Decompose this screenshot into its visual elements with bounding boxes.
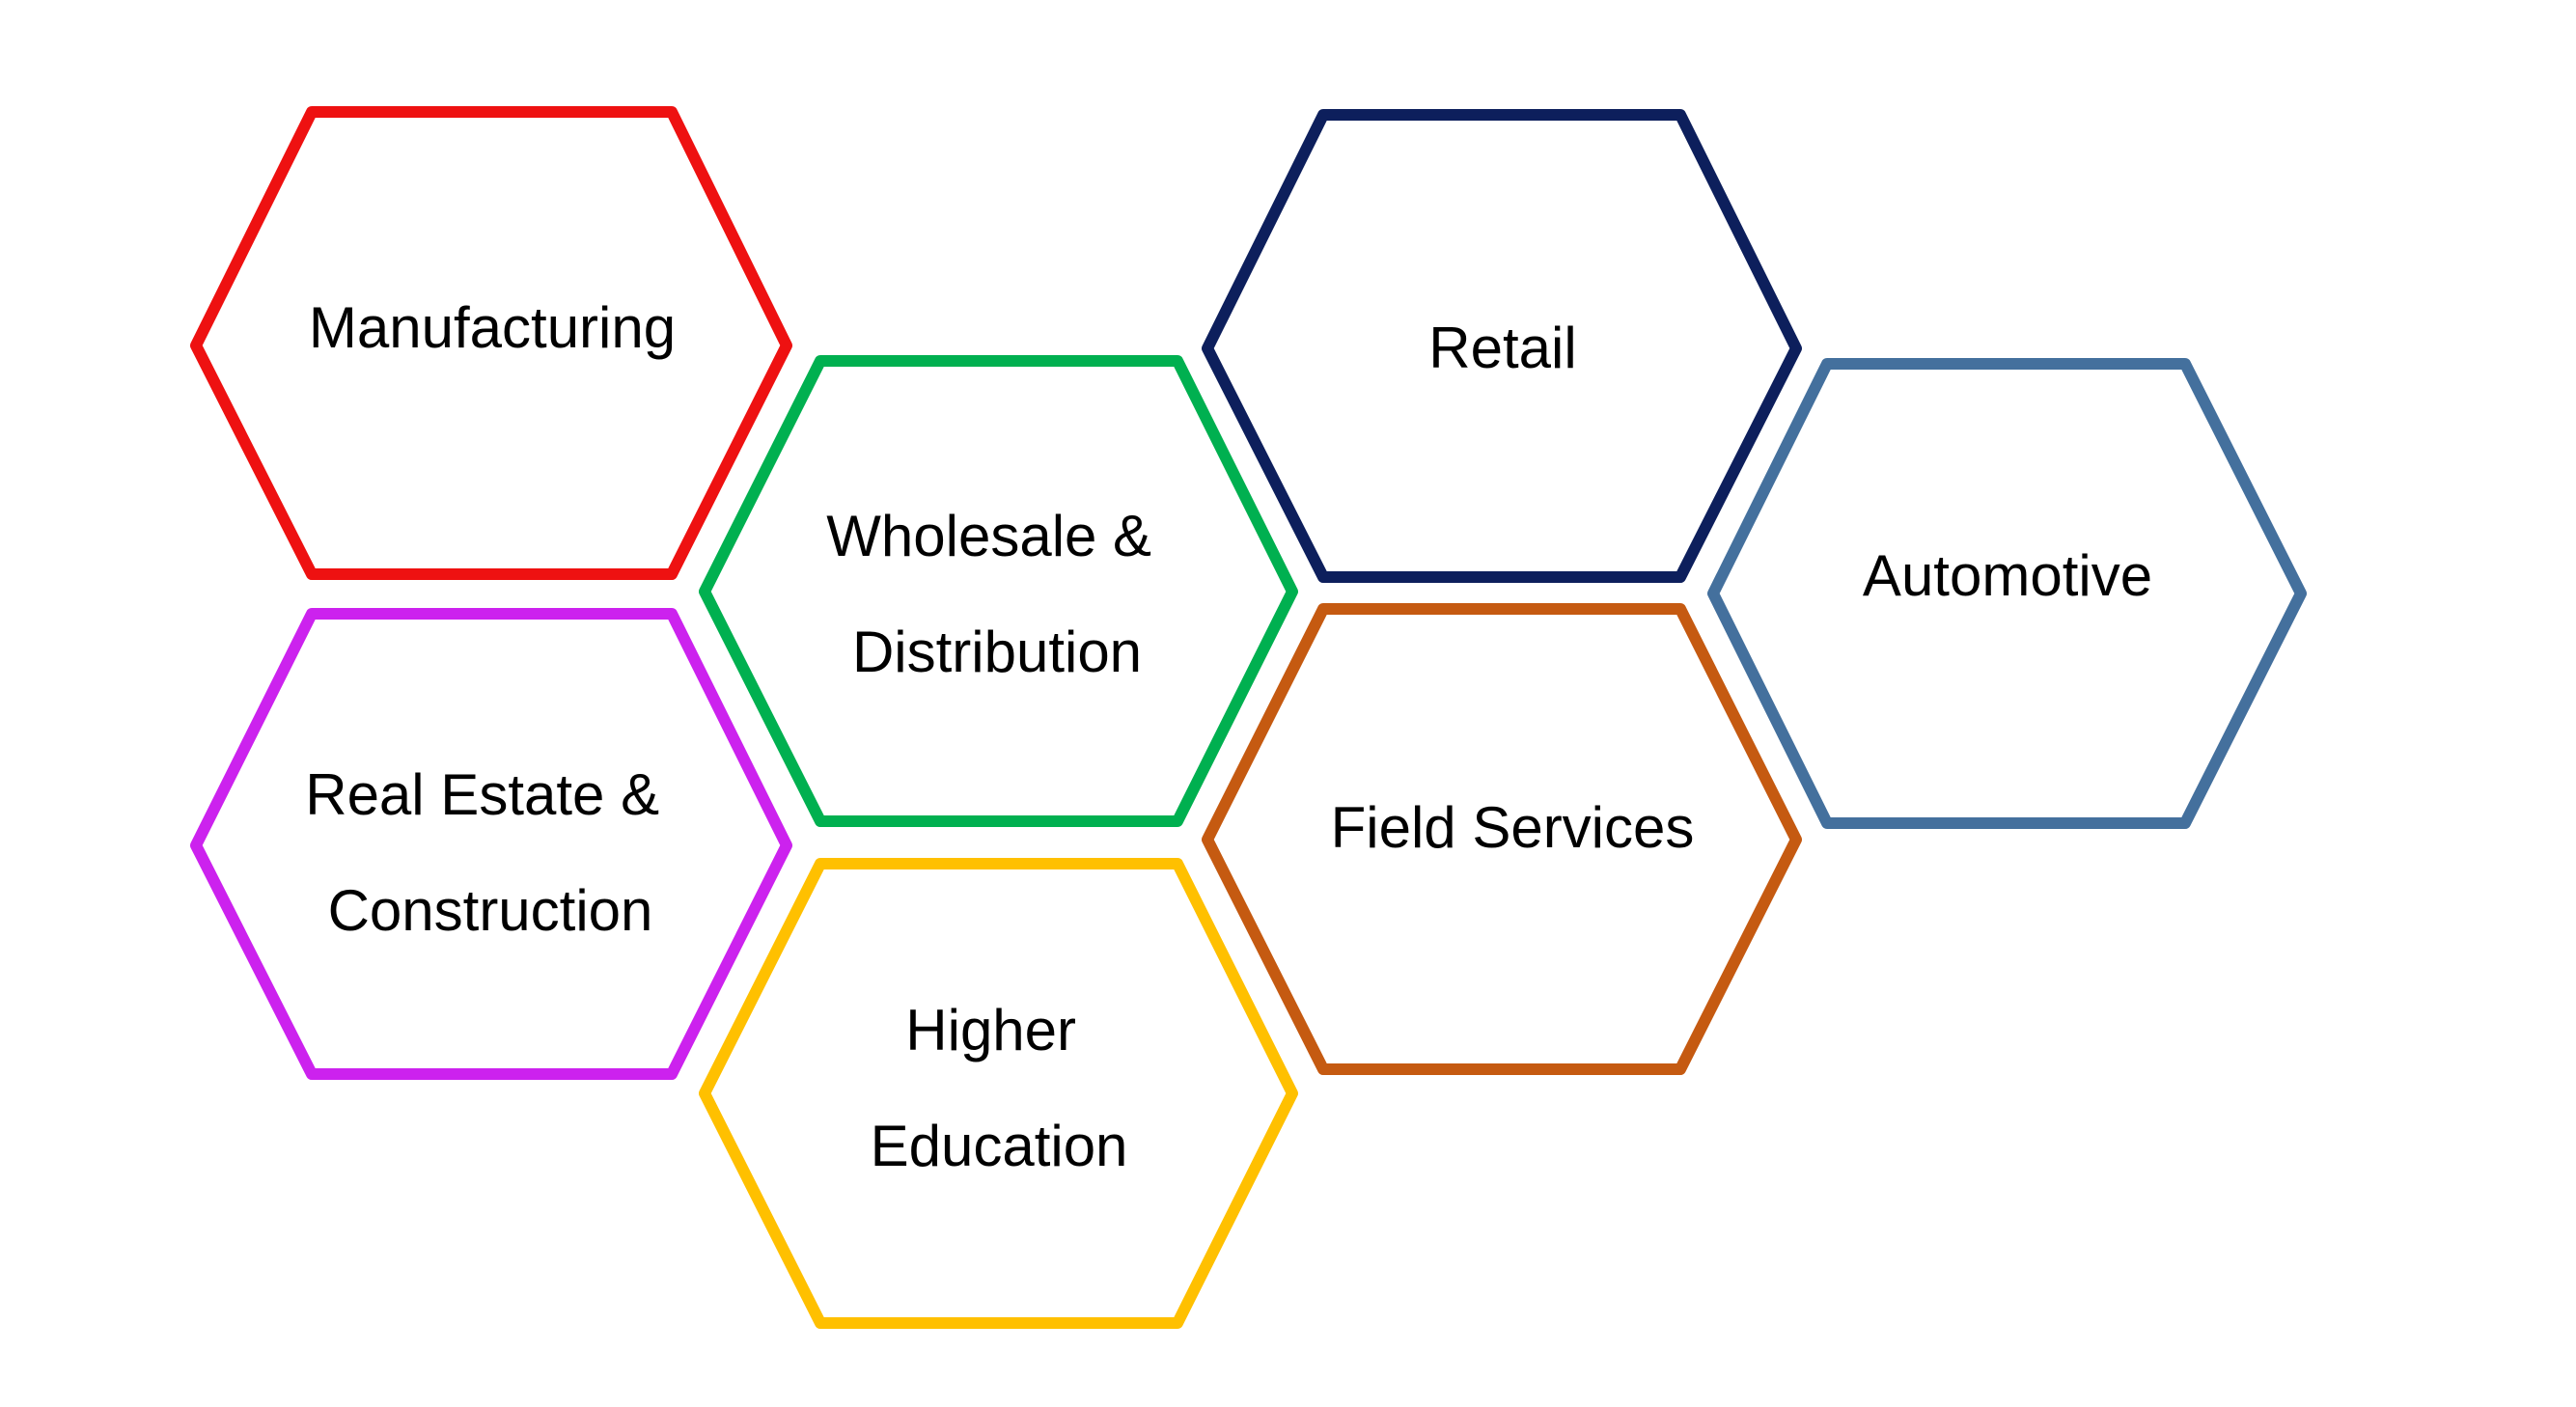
hexagon-label-line: Manufacturing	[309, 295, 676, 360]
hexagon-shape	[1707, 358, 2307, 829]
hexagon-label-line: Construction	[328, 878, 653, 943]
hexagon-shape	[190, 106, 792, 580]
hexagon-shape	[699, 858, 1298, 1329]
hexagon-label: Retail	[1428, 316, 1576, 380]
hexagon-label-line: Wholesale &	[826, 504, 1151, 568]
hexagon-label-line: Field Services	[1331, 795, 1695, 860]
hexagon-label-line: Education	[871, 1114, 1128, 1178]
hexagon-label-line: Higher	[905, 998, 1076, 1062]
hexagon-automotive: Automotive	[1707, 358, 2307, 829]
hexagon-field-services: Field Services	[1202, 603, 1802, 1075]
hexagon-shape	[1202, 603, 1802, 1075]
hexagon-label: Automotive	[1863, 543, 2152, 608]
hexagon-retail: Retail	[1202, 109, 1802, 583]
hexagon-wholesale-distribution: Wholesale & Distribution	[699, 355, 1298, 827]
hexagon-shape	[190, 608, 792, 1080]
hexagon-shape	[1202, 109, 1802, 583]
hexagon-label: Field Services	[1331, 795, 1695, 860]
hexagon-label-line: Distribution	[852, 620, 1142, 684]
hexagon-real-estate-construction: Real Estate & Construction	[190, 608, 792, 1080]
hexagon-higher-education: Higher Education	[699, 858, 1298, 1329]
hexagon-shape	[699, 355, 1298, 827]
hexagon-label: Real Estate & Construction	[305, 762, 676, 943]
hexagon-label: Manufacturing	[309, 295, 676, 360]
hexagon-manufacturing: Manufacturing	[190, 106, 792, 580]
hexagon-label-line: Automotive	[1863, 543, 2152, 608]
hexagon-label: Wholesale & Distribution	[826, 504, 1168, 684]
hexagon-label-line: Real Estate &	[305, 762, 659, 827]
hexagon-label: Higher Education	[871, 998, 1128, 1178]
hexagon-label-line: Retail	[1428, 316, 1576, 380]
